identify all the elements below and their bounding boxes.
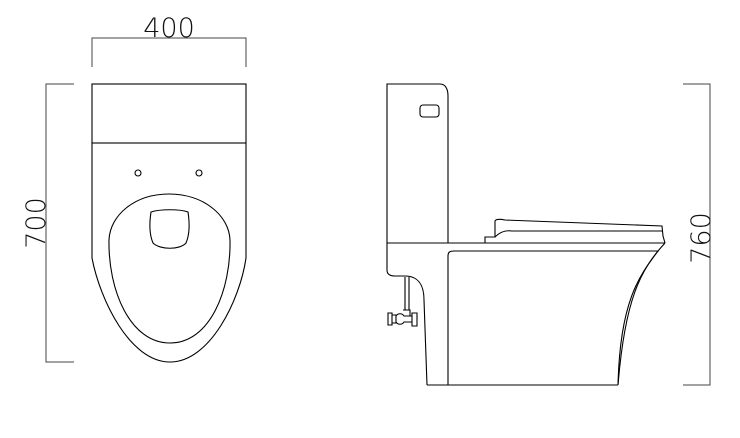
tank-top <box>91 83 247 144</box>
width-label: 400 <box>143 13 195 44</box>
flush-button <box>419 104 440 118</box>
depth-label: 700 <box>21 197 52 249</box>
tank-side <box>386 83 449 243</box>
angle-valve <box>387 309 418 327</box>
bowl-front-curve <box>617 242 666 386</box>
body-rear <box>386 243 428 386</box>
seat-outline <box>108 193 231 344</box>
top-view: 400 700 <box>21 13 247 363</box>
height-label: 760 <box>686 212 717 264</box>
height-dimension-line <box>683 83 711 386</box>
water-supply-pipe <box>404 277 410 310</box>
bowl-body <box>447 250 660 386</box>
bowl-outline <box>91 143 247 363</box>
seat-lid <box>484 218 666 244</box>
side-view: 760 <box>386 83 717 386</box>
seat-hole-left <box>134 169 142 177</box>
lid-hinge-outline <box>149 209 190 249</box>
seat-hole-right <box>195 169 203 177</box>
depth-dimension-line <box>45 83 74 363</box>
width-dimension-line <box>91 37 247 67</box>
